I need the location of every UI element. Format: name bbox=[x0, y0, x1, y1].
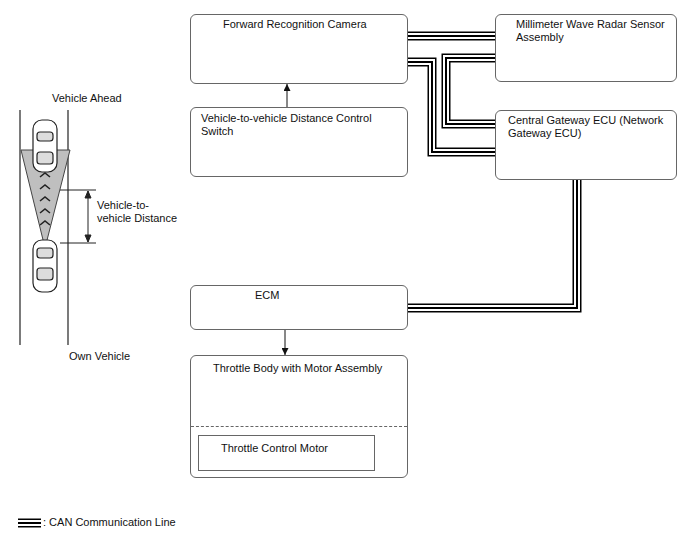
camera-box: Forward Recognition Camera bbox=[190, 14, 408, 84]
throttle-body-box: Throttle Body with Motor AssemblyThrottl… bbox=[190, 355, 408, 478]
vehicle-ahead bbox=[33, 120, 57, 172]
can-line-gap bbox=[446, 58, 495, 124]
distance-label: Vehicle-to-vehicle Distance bbox=[97, 199, 182, 225]
ecm-box: ECM bbox=[190, 285, 408, 330]
can-line-core bbox=[408, 35, 495, 37]
legend-entry: : CAN Communication Line bbox=[43, 516, 176, 529]
can-line bbox=[408, 180, 577, 308]
node-label: Throttle Control Motor bbox=[221, 442, 366, 455]
node-label: ECM bbox=[255, 289, 397, 302]
can-line-core bbox=[408, 62, 495, 152]
signal-arrow bbox=[285, 330, 286, 355]
can-line-outer bbox=[408, 62, 495, 152]
can-line bbox=[446, 58, 495, 124]
distance-dimension bbox=[60, 190, 96, 243]
node-label: Forward Recognition Camera bbox=[223, 18, 397, 31]
vehicle-ahead-label: Vehicle Ahead bbox=[52, 92, 122, 105]
radar-waves bbox=[40, 173, 50, 225]
can-line-core bbox=[408, 180, 577, 308]
own-vehicle bbox=[33, 240, 57, 292]
can-line-gap bbox=[408, 180, 577, 308]
switch-box: Vehicle-to-vehicle Distance Control Swit… bbox=[190, 107, 408, 177]
road-edge bbox=[67, 110, 68, 345]
arrow-line bbox=[285, 330, 286, 355]
can-line-outer bbox=[408, 32, 495, 41]
can-line bbox=[408, 36, 495, 37]
signal-arrow bbox=[287, 84, 288, 107]
motor-box: Throttle Control Motor bbox=[198, 435, 375, 471]
can-line bbox=[408, 62, 495, 152]
road-edge bbox=[19, 110, 20, 345]
gateway-box: Central Gateway ECU (Network Gateway ECU… bbox=[495, 110, 677, 180]
arrow-line bbox=[287, 84, 288, 107]
can-line-gap bbox=[408, 33, 495, 39]
divider-line bbox=[191, 426, 407, 427]
node-label: Millimeter Wave Radar Sensor Assembly bbox=[516, 18, 668, 44]
legend-sample bbox=[18, 523, 41, 524]
own-vehicle-label: Own Vehicle bbox=[69, 350, 130, 363]
can-line-outer bbox=[408, 180, 577, 308]
radar-box: Millimeter Wave Radar Sensor Assembly bbox=[495, 14, 677, 82]
node-label: Throttle Body with Motor Assembly bbox=[213, 362, 397, 375]
legend-text: : CAN Communication Line bbox=[43, 516, 176, 528]
node-label: Central Gateway ECU (Network Gateway ECU… bbox=[508, 114, 668, 140]
can-line-outer bbox=[446, 58, 495, 124]
node-label: Vehicle-to-vehicle Distance Control Swit… bbox=[201, 112, 397, 138]
can-line-core bbox=[446, 58, 495, 124]
can-line-gap bbox=[408, 62, 495, 152]
